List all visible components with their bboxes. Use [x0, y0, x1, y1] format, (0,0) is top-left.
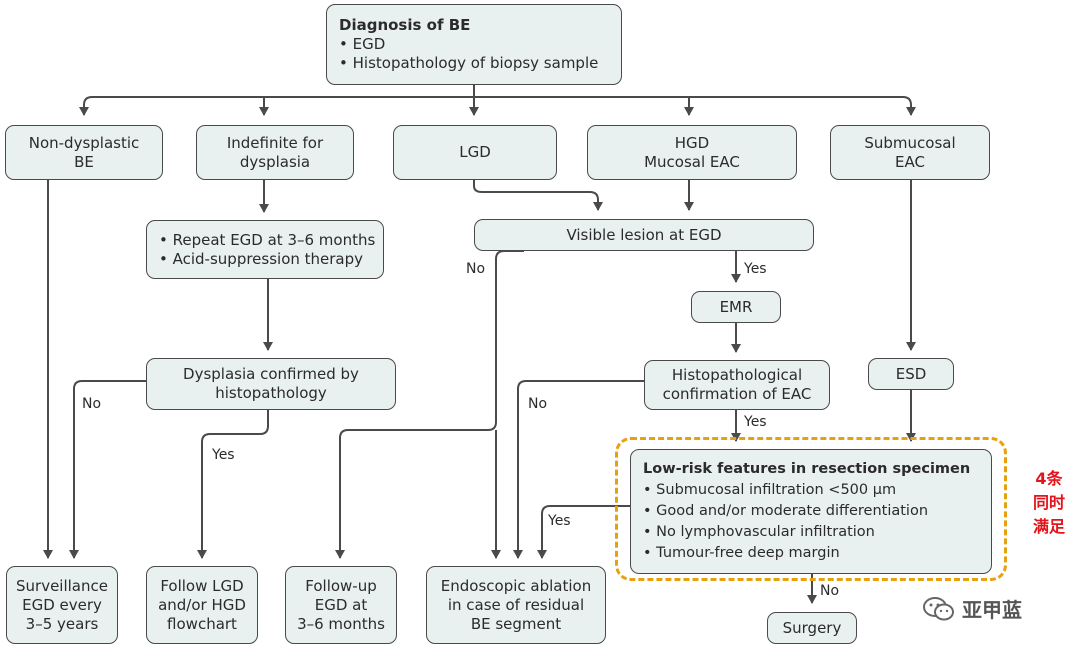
wechat-icon [923, 596, 954, 620]
node-indefinite-line-1: Indefinite for [226, 133, 324, 152]
node-diagnosis: Diagnosis of BE EGD Histopathology of bi… [326, 4, 622, 85]
node-non-dysplastic-line-2: BE [74, 152, 94, 171]
node-followup-line-1: Follow-up [305, 576, 377, 595]
node-histo-eac: Histopathological confirmation of EAC [644, 360, 830, 410]
highlight-frame [615, 437, 1007, 581]
edge-dysplasia-yes [197, 410, 269, 559]
label-visible-no: No [466, 261, 486, 277]
node-surveillance-line-3: 3–5 years [25, 614, 99, 633]
node-followup: Follow-up EGD at 3–6 months [285, 566, 397, 644]
edge-histo-no [513, 380, 644, 559]
node-lowrisk: Low-risk features in resection specimen … [630, 449, 992, 574]
node-ablation: Endoscopic ablation in case of residual … [426, 566, 606, 644]
node-submucosal-line-1: Submucosal [864, 133, 956, 152]
node-follow-lgd-line-1: Follow LGD [160, 576, 244, 595]
node-lgd: LGD [393, 125, 557, 180]
label-dysplasia-yes: Yes [212, 447, 235, 463]
node-visible-lesion: Visible lesion at EGD [474, 219, 814, 251]
node-lgd-line-1: LGD [459, 143, 491, 161]
edge-bus [92, 96, 912, 106]
node-followup-line-3: 3–6 months [297, 614, 385, 633]
node-surgery: Surgery [767, 612, 857, 644]
node-diagnosis-item-1: EGD [339, 35, 386, 54]
node-histo-line-1: Histopathological [671, 366, 803, 384]
label-dysplasia-no: No [82, 396, 102, 412]
annotation-line-2: 同时 [1032, 493, 1065, 512]
node-submucosal: Submucosal EAC [830, 125, 990, 180]
annotation-line-1: 4条 [1035, 469, 1063, 488]
node-non-dysplastic: Non-dysplastic BE [5, 125, 163, 180]
node-emr: EMR [691, 291, 781, 323]
node-esd: ESD [868, 358, 954, 390]
edge-lgd-visible [473, 180, 603, 211]
edge-dysplasia-no [69, 380, 146, 559]
node-follow-lgd-line-3: flowchart [167, 614, 237, 633]
node-hgd-line-2: Mucosal EAC [644, 152, 740, 171]
node-diagnosis-title: Diagnosis of BE [339, 16, 471, 34]
node-surgery-line-1: Surgery [782, 618, 842, 637]
node-follow-lgd: Follow LGD and/or HGD flowchart [146, 566, 258, 644]
label-lowrisk-no: No [820, 583, 840, 599]
label-lowrisk-yes: Yes [548, 513, 571, 529]
node-followup-line-2: EGD at [314, 595, 368, 614]
annotation-chinese: 4条 同时 满足 [1032, 467, 1066, 539]
node-hgd-line-1: HGD [674, 133, 710, 152]
edge-lowrisk-yes [537, 505, 630, 559]
node-histo-line-2: confirmation of EAC [662, 385, 812, 403]
annotation-line-3: 满足 [1032, 517, 1065, 536]
watermark: 亚甲蓝 [922, 594, 1022, 623]
node-ablation-line-1: Endoscopic ablation [440, 576, 592, 595]
node-submucosal-line-2: EAC [895, 152, 925, 171]
edge-visible-no [335, 250, 524, 559]
node-ablation-line-3: BE segment [470, 614, 562, 633]
label-visible-yes: Yes [744, 261, 767, 277]
node-lowrisk-item-4: Tumour-free deep margin [643, 543, 840, 564]
node-diagnosis-item-2: Histopathology of biopsy sample [339, 54, 599, 73]
node-repeat: Repeat EGD at 3–6 months Acid-suppressio… [146, 220, 384, 279]
node-surveillance-line-2: EGD every [22, 595, 102, 614]
node-surveillance: Surveillance EGD every 3–5 years [6, 566, 118, 644]
label-histo-no: No [528, 396, 548, 412]
node-non-dysplastic-line-1: Non-dysplastic [28, 133, 140, 152]
watermark-text: 亚甲蓝 [962, 598, 1022, 622]
node-lowrisk-item-3: No lymphovascular infiltration [643, 522, 875, 543]
edge-to-nondysplastic [79, 96, 93, 116]
node-dysplasia-line-1: Dysplasia confirmed by [183, 365, 359, 383]
node-ablation-line-2: in case of residual [447, 595, 585, 614]
node-repeat-item-2: Acid-suppression therapy [159, 250, 363, 269]
label-histo-yes: Yes [744, 414, 767, 430]
node-surveillance-line-1: Surveillance [16, 576, 108, 595]
node-visible-lesion-line-1: Visible lesion at EGD [566, 225, 722, 244]
node-lowrisk-item-1: Submucosal infiltration <500 µm [643, 480, 896, 501]
node-esd-line-1: ESD [895, 364, 927, 383]
node-indefinite: Indefinite for dysplasia [196, 125, 354, 180]
node-indefinite-line-2: dysplasia [239, 152, 311, 171]
node-emr-line-1: EMR [719, 297, 753, 316]
node-dysplasia-confirmed: Dysplasia confirmed by histopathology [146, 358, 396, 410]
node-lowrisk-item-2: Good and/or moderate differentiation [643, 501, 928, 522]
node-follow-lgd-line-2: and/or HGD [158, 595, 246, 614]
node-dysplasia-line-2: histopathology [215, 384, 327, 402]
node-lowrisk-title: Low-risk features in resection specimen [643, 461, 971, 477]
node-hgd: HGD Mucosal EAC [587, 125, 797, 180]
node-repeat-item-1: Repeat EGD at 3–6 months [159, 231, 376, 250]
